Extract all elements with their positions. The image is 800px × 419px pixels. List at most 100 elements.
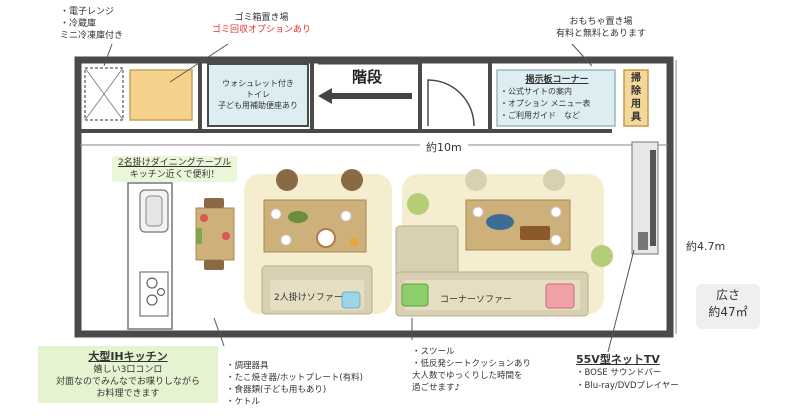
- salad-dish: [288, 211, 308, 223]
- tv-note: 55V型ネットTV ・BOSE サウンドバー ・Blu-ray/DVDプレイヤー: [576, 352, 679, 393]
- wine-glass-1: [200, 214, 208, 222]
- tv-title: 55V型ネットTV: [576, 353, 660, 366]
- plate-6: [550, 234, 562, 246]
- trash-area: [129, 69, 193, 121]
- cushion-green: [401, 283, 429, 307]
- chair-left-2: [341, 169, 363, 191]
- notice-board-text: 掲示板コーナー ・公式サイトの案内 ・オプション メニュー表 ・ご利用ガイド な…: [500, 74, 614, 122]
- cushion-blue: [341, 291, 361, 309]
- toilet-line-2: トイレ: [246, 90, 270, 99]
- food-dish: [316, 228, 336, 248]
- toy-label: おもちゃ置き場 有料と無料とあります: [556, 16, 646, 40]
- dining-label: 2名掛けダイニングテーブル キッチン近くで便利！: [112, 156, 238, 182]
- glass-drink: [350, 238, 358, 246]
- fridge-note-line: ・電子レンジ: [60, 7, 115, 17]
- stairs-arrow: [318, 88, 412, 104]
- notice-item: ・公式サイトの案内: [500, 87, 572, 96]
- tv-screen: [650, 150, 656, 246]
- tv-item: ・BOSE サウンドバー: [576, 368, 662, 378]
- toilet-room: [207, 63, 309, 127]
- kitchen-line-1: 嬉しい3口コンロ: [93, 365, 163, 375]
- dining-chair-bottom: [204, 260, 224, 270]
- kitchen-box: 大型IHキッチン 嬉しい3口コンロ 対面なのでみんなでお喋りしながら お料理でき…: [38, 346, 218, 403]
- utensil-item: ・調理器具: [226, 361, 269, 371]
- stool-line: 大人数でゆっくりした時間を: [412, 371, 523, 381]
- chair-right-1: [465, 169, 487, 191]
- kitchen-title: 大型IHキッチン: [88, 350, 168, 363]
- tv-pointer: [607, 249, 635, 353]
- toilet-line-3: 子ども用補助便座あり: [218, 101, 298, 110]
- stool-line: ・低反発シートクッションあり: [412, 359, 532, 369]
- dining-chair-top: [204, 198, 224, 208]
- cleaning-char: 除: [631, 86, 641, 97]
- sofa-2seat-label: 2人掛けソファー: [274, 293, 343, 303]
- stool-line: 過ごせます♪: [412, 383, 460, 393]
- notice-board-title: 掲示板コーナー: [525, 75, 589, 85]
- utensil-item: ・食器類(子ども用もあり): [226, 385, 327, 395]
- trash-title: ゴミ箱置き場: [234, 13, 289, 23]
- fridge-note-line: ミニ冷凍庫付き: [60, 31, 124, 41]
- cleaning-char: 用: [631, 99, 641, 110]
- plate-5: [550, 206, 562, 218]
- plate-3: [280, 234, 292, 246]
- trash-option: ゴミ回収オプションあり: [212, 25, 312, 35]
- depth-label: 約4.7m: [686, 240, 726, 253]
- burner-3: [156, 287, 166, 297]
- utensil-pointer: [213, 317, 225, 347]
- soundbar: [638, 232, 648, 250]
- stool-2: [591, 245, 613, 267]
- burner-1: [146, 277, 158, 289]
- stool-line: ・スツール: [412, 347, 455, 357]
- fridge-note: ・電子レンジ ・冷蔵庫 ミニ冷凍庫付き: [60, 6, 123, 42]
- fridge-note-line: ・冷蔵庫: [60, 19, 97, 29]
- toy-pointer: [571, 43, 593, 67]
- cleaning-char: 掃: [631, 73, 641, 84]
- width-label: 約10m: [420, 139, 468, 155]
- toy-line-2: 有料と無料とあります: [556, 29, 647, 39]
- stool-note: ・スツール ・低反発シートクッションあり 大人数でゆっくりした時間を 過ごせます…: [412, 346, 531, 394]
- toy-line-1: おもちゃ置き場: [569, 17, 633, 27]
- toilet-label: ウォシュレット付き トイレ 子ども用補助便座あり: [212, 78, 304, 111]
- hot-plate: [486, 214, 514, 230]
- kitchen-line-3: お料理できます: [96, 389, 160, 399]
- stool-1: [407, 193, 429, 215]
- toilet-line-1: ウォシュレット付き: [222, 79, 294, 88]
- stairs-label: 階段: [352, 68, 383, 86]
- wine-glass-2: [222, 232, 230, 240]
- area-box-line-1: 広さ: [715, 288, 740, 302]
- kitchen-line-2: 対面なのでみんなでお喋りしながら: [55, 377, 200, 387]
- notice-item: ・オプション メニュー表: [500, 99, 591, 108]
- chair-right-2: [543, 169, 565, 191]
- notice-item: ・ご利用ガイド など: [500, 111, 580, 120]
- takoyaki-plate: [520, 226, 550, 240]
- sofa-2seat-cushion: [270, 280, 364, 310]
- plate-1: [270, 208, 282, 220]
- utensils-note: ・調理器具 ・たこ焼き器/ホットプレート(有料) ・食器類(子ども用もあり) ・…: [226, 360, 363, 408]
- chair-left-1: [276, 169, 298, 191]
- dining-line-1: 2名掛けダイニングテーブル: [118, 158, 232, 168]
- kitchen-sink-basin: [145, 195, 163, 227]
- wine-bottle: [196, 228, 202, 244]
- tv-item: ・Blu-ray/DVDプレイヤー: [576, 381, 679, 391]
- notice-board: [496, 69, 616, 127]
- fridge-pointer: [103, 43, 113, 67]
- fridge-cross-2: [84, 67, 124, 121]
- plate-4: [472, 206, 484, 218]
- corner-sofa-cushion: [404, 280, 580, 310]
- trash-label: ゴミ箱置き場 ゴミ回収オプションあり: [212, 12, 311, 36]
- area-box-line-2: 約47㎡: [708, 305, 748, 319]
- utensil-item: ・たこ焼き器/ホットプレート(有料): [226, 373, 363, 383]
- trash-pointer: [169, 43, 229, 83]
- plate-2: [340, 210, 352, 222]
- burner-2: [146, 294, 158, 306]
- cushion-pink: [545, 283, 575, 309]
- cleaning-cabinet: [623, 69, 649, 127]
- table-left: [263, 199, 367, 253]
- cleaning-char: 具: [631, 112, 641, 123]
- dining-line-2: キッチン近くで便利！: [129, 170, 220, 180]
- utensil-item: ・ケトル: [226, 397, 261, 407]
- cleaning-label: 掃 除 用 具: [627, 72, 645, 124]
- corner-sofa-label: コーナーソファー: [440, 295, 513, 305]
- area-box: 広さ 約47㎡: [696, 284, 760, 329]
